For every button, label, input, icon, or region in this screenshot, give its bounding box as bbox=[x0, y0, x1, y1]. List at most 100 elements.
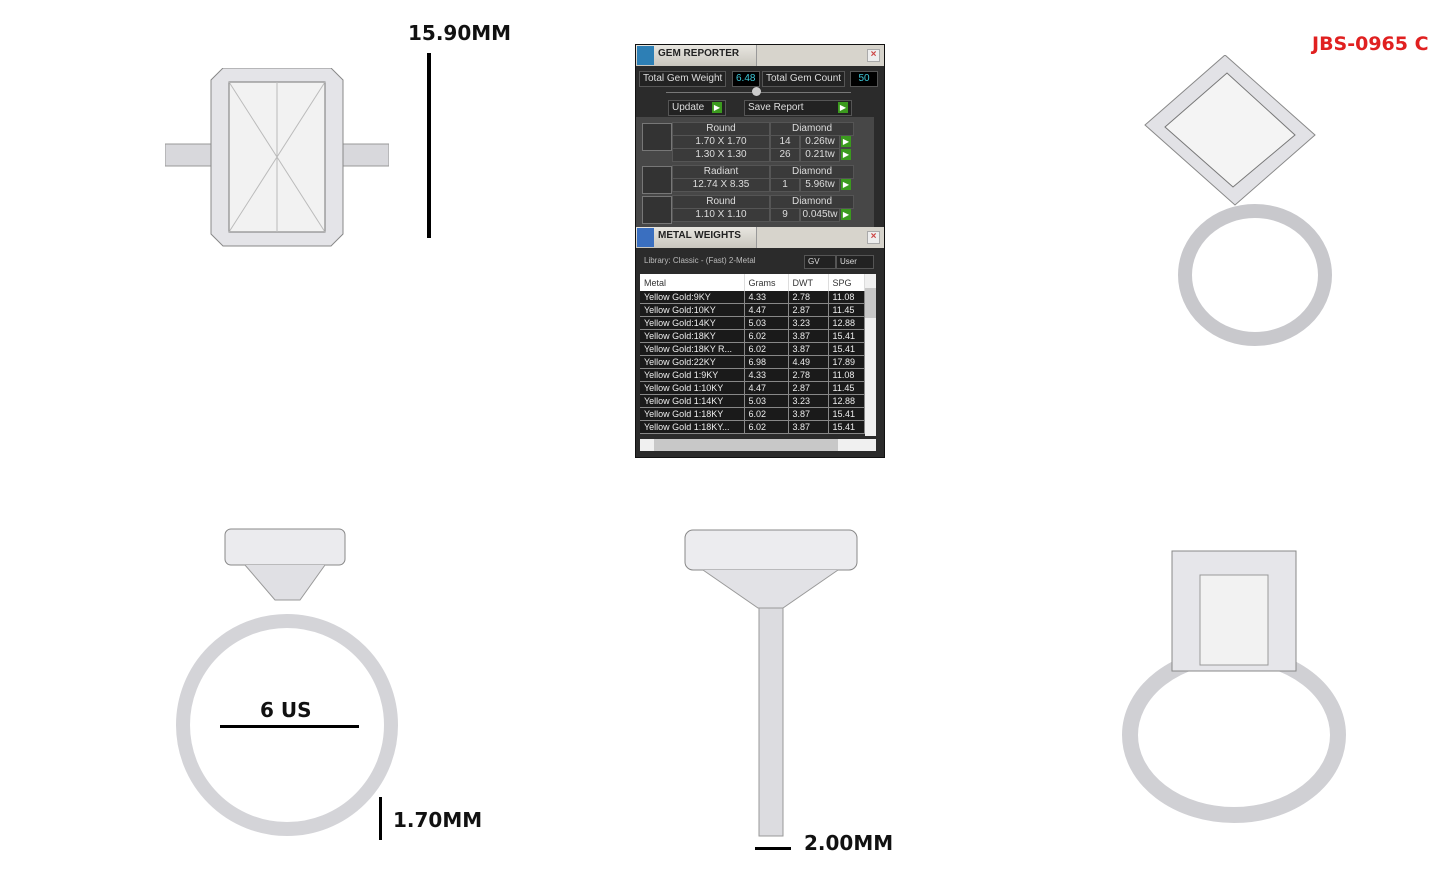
column-header-spg[interactable]: SPG bbox=[828, 274, 865, 291]
gem-reporter-title: GEM REPORTER bbox=[658, 48, 740, 59]
update-button[interactable]: Update ▶ bbox=[668, 100, 726, 116]
product-code: JBS-0965 C bbox=[1312, 33, 1429, 55]
play-icon[interactable]: ▶ bbox=[841, 209, 851, 220]
table-cell: 11.45 bbox=[828, 303, 865, 317]
table-cell: 6.98 bbox=[744, 355, 789, 369]
play-icon: ▶ bbox=[838, 102, 848, 113]
ring-under-view bbox=[1122, 550, 1346, 823]
gem-weight: 5.96tw bbox=[800, 178, 840, 192]
metal-weights-header: METAL WEIGHTS × bbox=[636, 227, 884, 248]
gem-size: 1.10 X 1.10 bbox=[672, 208, 770, 222]
collapse-icon[interactable] bbox=[752, 87, 761, 96]
band-width-dimension: 1.70MM bbox=[393, 808, 483, 832]
table-cell: 3.87 bbox=[788, 407, 829, 421]
table-cell: 4.47 bbox=[744, 303, 789, 317]
gem-type: Diamond bbox=[770, 195, 854, 209]
table-cell: 5.03 bbox=[744, 394, 789, 408]
height-line bbox=[427, 53, 431, 238]
total-gem-count-value: 50 bbox=[850, 71, 878, 87]
vertical-scrollbar[interactable] bbox=[865, 274, 876, 436]
table-cell: 2.87 bbox=[788, 303, 829, 317]
update-label: Update bbox=[672, 102, 705, 113]
gem-weight: 0.26tw bbox=[800, 135, 840, 149]
close-icon[interactable]: × bbox=[867, 49, 880, 62]
column-header-metal[interactable]: Metal bbox=[640, 274, 745, 291]
gem-shape: Round bbox=[672, 122, 770, 136]
column-header-grams[interactable]: Grams bbox=[744, 274, 789, 291]
gv-toggle[interactable]: GV bbox=[804, 255, 836, 269]
play-icon[interactable]: ▶ bbox=[841, 179, 851, 190]
play-icon[interactable]: ▶ bbox=[841, 136, 851, 147]
save-report-label: Save Report bbox=[748, 102, 804, 113]
gem-size: 1.70 X 1.70 bbox=[672, 135, 770, 149]
table-cell: 4.47 bbox=[744, 381, 789, 395]
table-cell: Yellow Gold:14KY bbox=[640, 316, 745, 330]
table-cell: 12.88 bbox=[828, 394, 865, 408]
metal-weights-title: METAL WEIGHTS bbox=[658, 230, 741, 241]
gem-weight: 0.045tw bbox=[800, 208, 840, 222]
table-cell: 4.49 bbox=[788, 355, 829, 369]
table-cell: 4.33 bbox=[744, 291, 789, 304]
ring-side-view bbox=[684, 529, 858, 837]
table-cell: 12.88 bbox=[828, 316, 865, 330]
round-gem-icon[interactable] bbox=[642, 123, 672, 151]
user-toggle[interactable]: User bbox=[836, 255, 874, 269]
gem-shape: Radiant bbox=[672, 165, 770, 179]
gem-weight: 0.21tw bbox=[800, 148, 840, 162]
gem-reporter-icon bbox=[637, 46, 654, 65]
gem-type: Diamond bbox=[770, 165, 854, 179]
table-cell: Yellow Gold 1:18KY... bbox=[640, 420, 745, 434]
table-cell: Yellow Gold 1:10KY bbox=[640, 381, 745, 395]
user-label: User bbox=[840, 257, 857, 266]
horizontal-scrollbar[interactable] bbox=[640, 439, 876, 451]
metal-weights-icon bbox=[637, 228, 654, 247]
table-cell: 6.02 bbox=[744, 342, 789, 356]
table-cell: 4.33 bbox=[744, 368, 789, 382]
gem-type: Diamond bbox=[770, 122, 854, 136]
table-cell: 2.78 bbox=[788, 291, 829, 304]
total-gem-count-label: Total Gem Count bbox=[762, 71, 846, 87]
height-dimension: 15.90MM bbox=[408, 21, 512, 45]
gem-reporter-panel: GEM REPORTER × Total Gem Weight 6.48 Tot… bbox=[635, 44, 885, 458]
table-cell: 6.02 bbox=[744, 407, 789, 421]
ring-size-line bbox=[220, 725, 359, 728]
table-cell: 6.02 bbox=[744, 329, 789, 343]
gv-label: GV bbox=[808, 257, 820, 266]
gem-size: 1.30 X 1.30 bbox=[672, 148, 770, 162]
close-icon[interactable]: × bbox=[867, 231, 880, 244]
gem-reporter-header: GEM REPORTER × bbox=[636, 45, 884, 66]
radiant-gem-icon[interactable] bbox=[642, 166, 672, 194]
band-width-line bbox=[379, 797, 382, 840]
gem-shape: Round bbox=[672, 195, 770, 209]
column-header-dwt[interactable]: DWT bbox=[788, 274, 829, 291]
table-cell: 11.08 bbox=[828, 291, 865, 304]
total-gem-weight-label: Total Gem Weight bbox=[639, 71, 727, 87]
ring-perspective-view bbox=[1144, 55, 1332, 346]
table-cell: 3.87 bbox=[788, 342, 829, 356]
table-cell: Yellow Gold:10KY bbox=[640, 303, 745, 317]
save-report-button[interactable]: Save Report ▶ bbox=[744, 100, 852, 116]
table-cell: Yellow Gold 1:18KY bbox=[640, 407, 745, 421]
table-cell: 11.45 bbox=[828, 381, 865, 395]
play-icon[interactable]: ▶ bbox=[841, 149, 851, 160]
table-cell: 15.41 bbox=[828, 329, 865, 343]
play-icon: ▶ bbox=[712, 102, 722, 113]
ring-front-view bbox=[176, 528, 398, 836]
gem-count: 14 bbox=[770, 135, 800, 149]
table-cell: 15.41 bbox=[828, 420, 865, 434]
table-cell: 3.23 bbox=[788, 394, 829, 408]
round-gem-icon[interactable] bbox=[642, 196, 672, 224]
gem-count: 1 bbox=[770, 178, 800, 192]
band-thickness-dimension: 2.00MM bbox=[804, 831, 894, 855]
